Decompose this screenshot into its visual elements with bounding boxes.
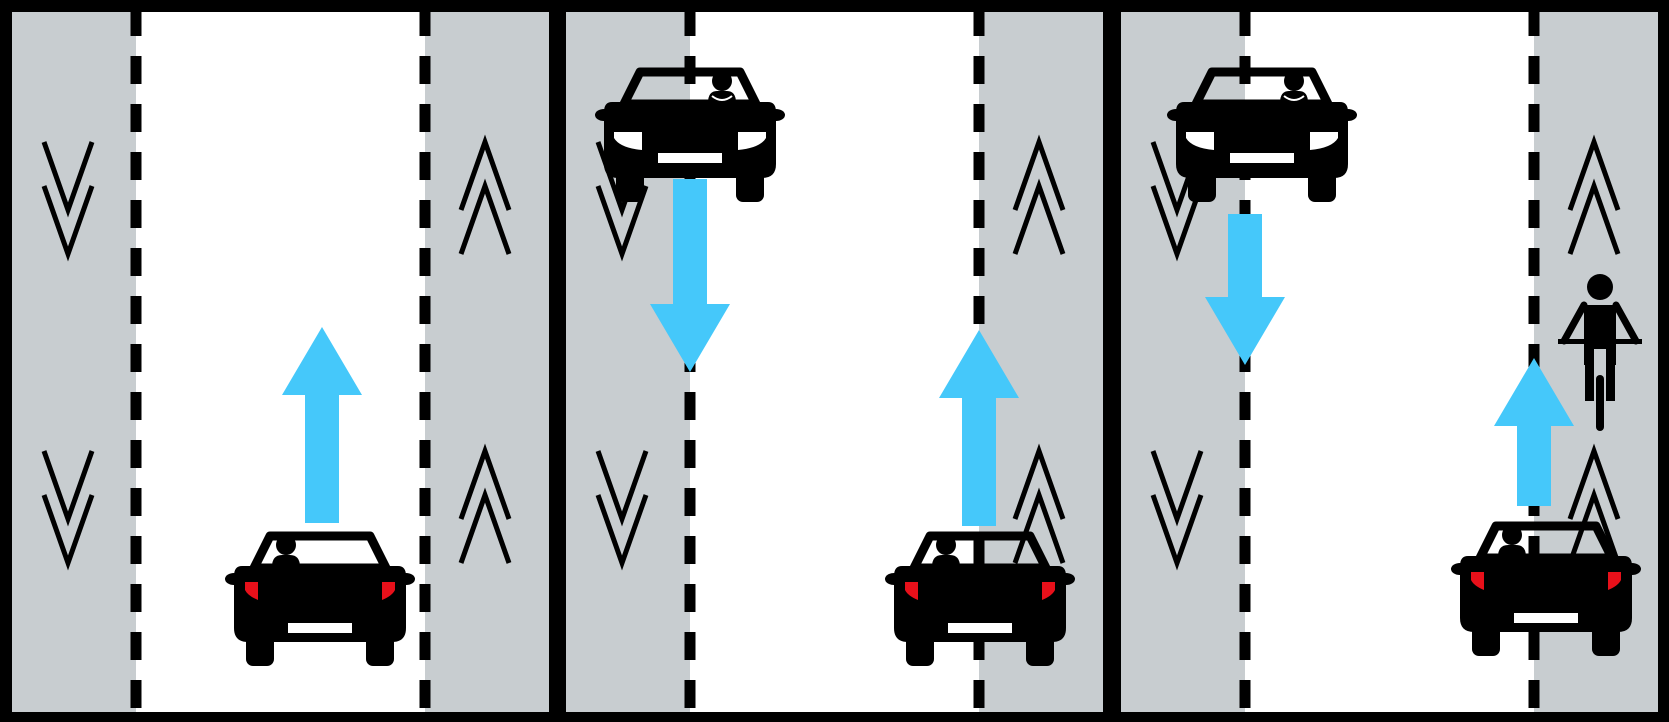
motion-arrow-icon	[939, 330, 1019, 526]
motion-arrow-icon	[1494, 358, 1574, 506]
motion-arrow-icon	[1205, 214, 1285, 365]
bike-lane-right	[425, 12, 549, 712]
panel-3	[1121, 12, 1658, 712]
bike-lane-left	[12, 12, 136, 712]
motion-arrow-icon	[650, 179, 730, 372]
panel-1	[12, 12, 549, 712]
panel-2	[566, 12, 1103, 712]
motion-arrow-icon	[282, 327, 362, 523]
